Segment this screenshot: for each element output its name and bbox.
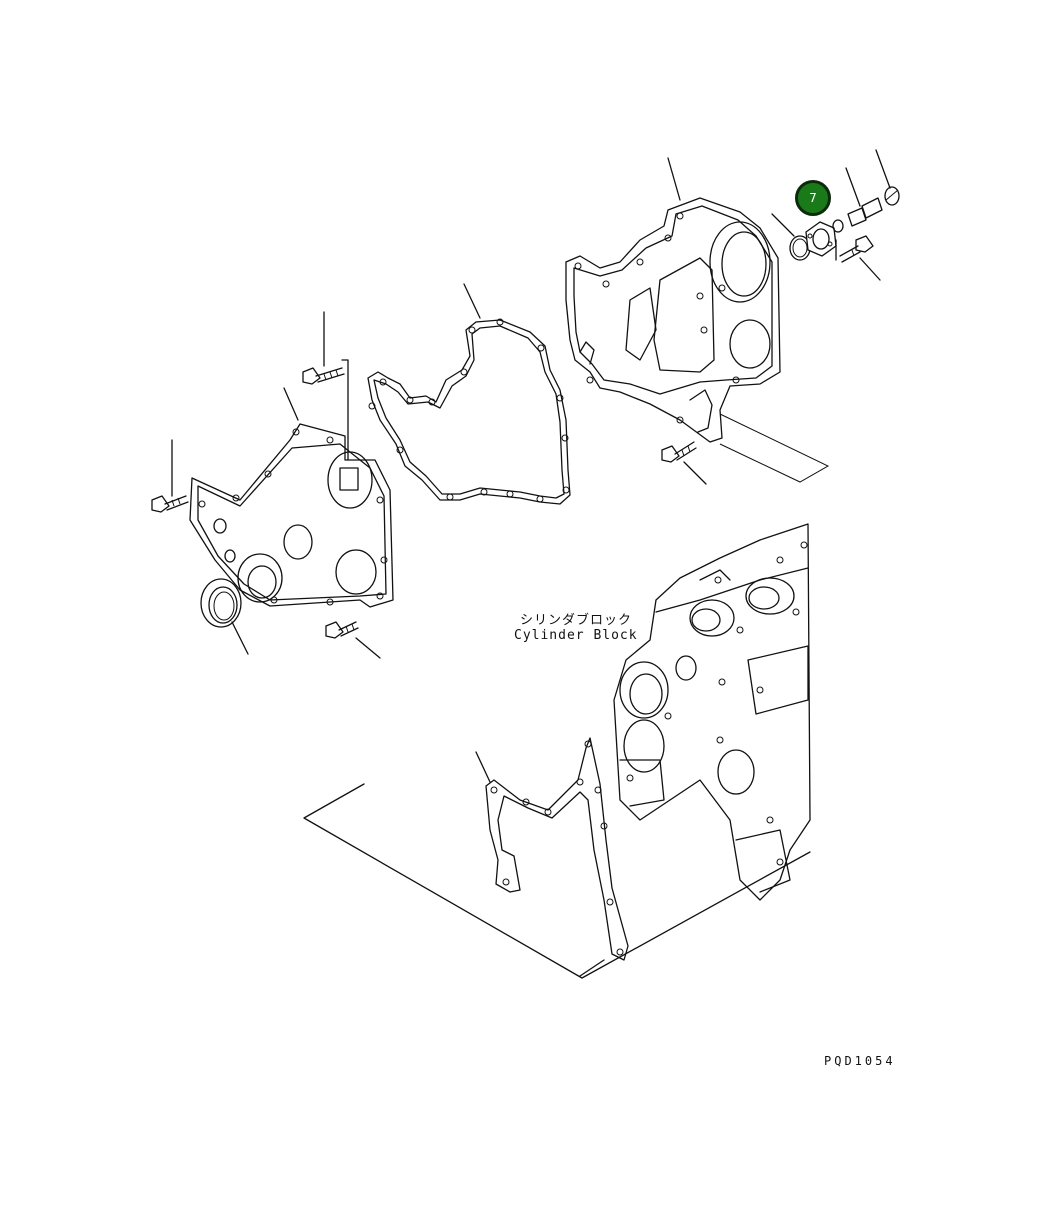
snap-ring[interactable] (884, 186, 900, 206)
front-cover[interactable] (189, 423, 394, 608)
gear-case-bolt[interactable] (661, 441, 697, 463)
callout-badge-7[interactable]: 7 (795, 180, 831, 216)
cylinder-block-label-jp: シリンダブロック (520, 613, 633, 628)
small-ring[interactable] (832, 219, 844, 233)
front-cover-bolt-bottom[interactable] (325, 621, 359, 639)
sensor-fitting[interactable] (847, 197, 883, 227)
cover-bolt[interactable] (839, 235, 874, 263)
front-cover-bolt-left[interactable] (151, 495, 189, 513)
cylinder-block[interactable] (613, 523, 811, 901)
lower-gasket[interactable] (485, 737, 629, 961)
drawing-code: PQD1054 (824, 1054, 896, 1068)
front-oil-seal[interactable] (200, 578, 242, 628)
leader-lines (171, 149, 891, 783)
cover-plate[interactable] (805, 221, 837, 257)
cylinder-block-label-en: Cylinder Block (514, 628, 638, 643)
front-cover-bolt-top[interactable] (302, 367, 345, 385)
front-cover-gasket[interactable] (367, 318, 571, 505)
gear-case[interactable] (565, 197, 830, 483)
assembly-guide-lines (303, 783, 811, 979)
